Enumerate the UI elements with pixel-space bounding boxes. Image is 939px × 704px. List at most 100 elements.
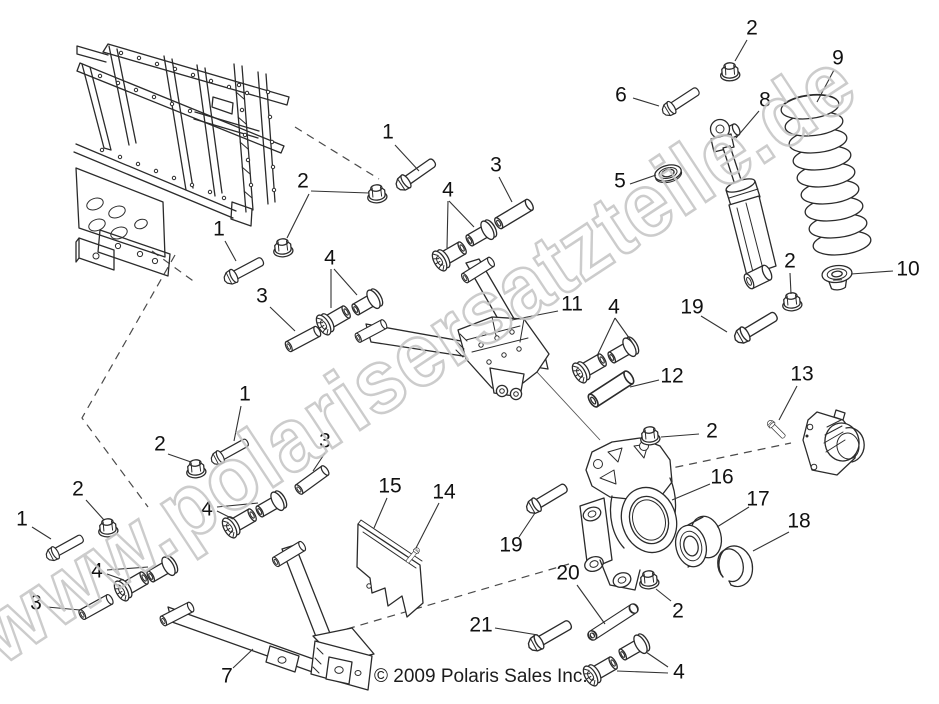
bolt	[524, 616, 576, 656]
callout-leader-4	[616, 670, 669, 674]
callout-leader-4	[596, 317, 616, 357]
flange-nut	[637, 569, 661, 591]
callout-3: 3	[256, 285, 268, 308]
coil-spring	[780, 93, 872, 256]
callout-leader-1	[31, 526, 52, 540]
callout-leader-8	[735, 110, 760, 139]
callout-leader-17	[716, 506, 750, 528]
callout-leader-4	[446, 200, 449, 249]
callout-4: 4	[608, 296, 620, 319]
callout-11: 11	[561, 293, 583, 316]
callout-leader-16	[671, 483, 711, 501]
callout-2: 2	[672, 600, 684, 623]
callout-4: 4	[673, 661, 685, 684]
callout-leader-18	[752, 531, 790, 552]
callout-leader-9	[816, 69, 835, 103]
callout-1: 1	[382, 121, 394, 144]
spacer-sleeve	[283, 324, 323, 354]
bushing	[614, 630, 654, 666]
callout-leader-2	[655, 588, 672, 602]
snap-ring	[717, 545, 754, 588]
callout-leader-2	[789, 272, 792, 295]
assembly-alignment-lines	[81, 126, 792, 630]
callout-leader-4	[106, 566, 149, 571]
spacer-sleeve	[585, 601, 641, 643]
callout-3: 3	[319, 430, 331, 453]
flange-nut	[780, 291, 804, 313]
callout-8: 8	[759, 89, 771, 112]
callout-1: 1	[16, 508, 28, 531]
callout-16: 16	[710, 466, 733, 489]
callout-leader-4	[614, 317, 633, 343]
callout-2: 2	[746, 17, 758, 40]
bolt	[392, 154, 440, 195]
callout-leader-4	[216, 502, 259, 508]
callout-13: 13	[790, 363, 813, 386]
callout-4: 4	[442, 179, 454, 202]
callout-3: 3	[30, 592, 42, 615]
callout-2: 2	[72, 478, 84, 501]
callout-leader-1	[224, 240, 237, 262]
wheel-bearing	[674, 515, 723, 568]
callout-12: 12	[660, 365, 683, 388]
callout-18: 18	[787, 510, 810, 533]
callout-leader-10	[850, 270, 894, 275]
callout-leader-15	[373, 497, 388, 529]
lower-a-arm	[158, 539, 375, 691]
callout-leader-11	[511, 310, 559, 321]
callout-leader-12	[629, 379, 660, 388]
spring-retainer	[820, 263, 855, 292]
callout-10: 10	[896, 258, 919, 281]
callout-5: 5	[614, 170, 626, 193]
bolt	[522, 479, 571, 518]
callout-7: 7	[221, 665, 233, 688]
callout-leader-2	[734, 39, 748, 62]
callout-leader-19	[518, 512, 536, 538]
callout-15: 15	[378, 475, 401, 498]
callout-leader-2	[286, 193, 310, 239]
callout-2: 2	[706, 420, 718, 443]
callout-leader-19	[700, 315, 728, 333]
callout-leader-3	[269, 306, 296, 332]
callout-14: 14	[432, 481, 456, 504]
hub-carrier	[579, 437, 678, 591]
callout-2: 2	[154, 433, 166, 456]
callout-4: 4	[91, 560, 103, 583]
spacer-sleeve	[585, 368, 637, 410]
callout-leader-3	[498, 176, 513, 203]
callout-6: 6	[615, 84, 627, 107]
callout-leader-2	[85, 499, 105, 521]
callout-leader-3	[46, 606, 81, 611]
callout-leader-20	[576, 584, 606, 625]
callout-leader-7	[232, 648, 254, 669]
callout-leader-5	[629, 174, 657, 185]
callout-leader-1	[233, 405, 242, 442]
frame-bolt-holes	[97, 50, 277, 201]
callout-3: 3	[490, 154, 502, 177]
balljoint-alignment-line	[536, 371, 601, 441]
callout-20: 20	[556, 562, 579, 585]
bushing	[568, 348, 611, 386]
callout-leader-4	[448, 200, 475, 228]
shock-absorber	[709, 118, 777, 290]
flange-nut	[719, 61, 741, 83]
callout-leader-21	[494, 627, 539, 636]
upper-a-arm	[353, 255, 550, 401]
callout-4: 4	[324, 247, 336, 270]
callout-leader-6	[632, 97, 660, 107]
callout-leader-1	[394, 144, 420, 172]
mud-guard	[356, 519, 424, 618]
callout-leader-3	[312, 452, 326, 472]
callout-leader-4	[645, 651, 669, 668]
callout-leader-13	[778, 385, 798, 421]
callout-21: 21	[469, 614, 492, 637]
flange-nut	[638, 425, 662, 447]
copyright-text: © 2009 Polaris Sales Inc.	[374, 666, 588, 687]
callout-leader-4	[333, 268, 358, 296]
flange-nut	[271, 237, 295, 259]
callout-1: 1	[239, 383, 251, 406]
callout-19: 19	[680, 296, 703, 319]
